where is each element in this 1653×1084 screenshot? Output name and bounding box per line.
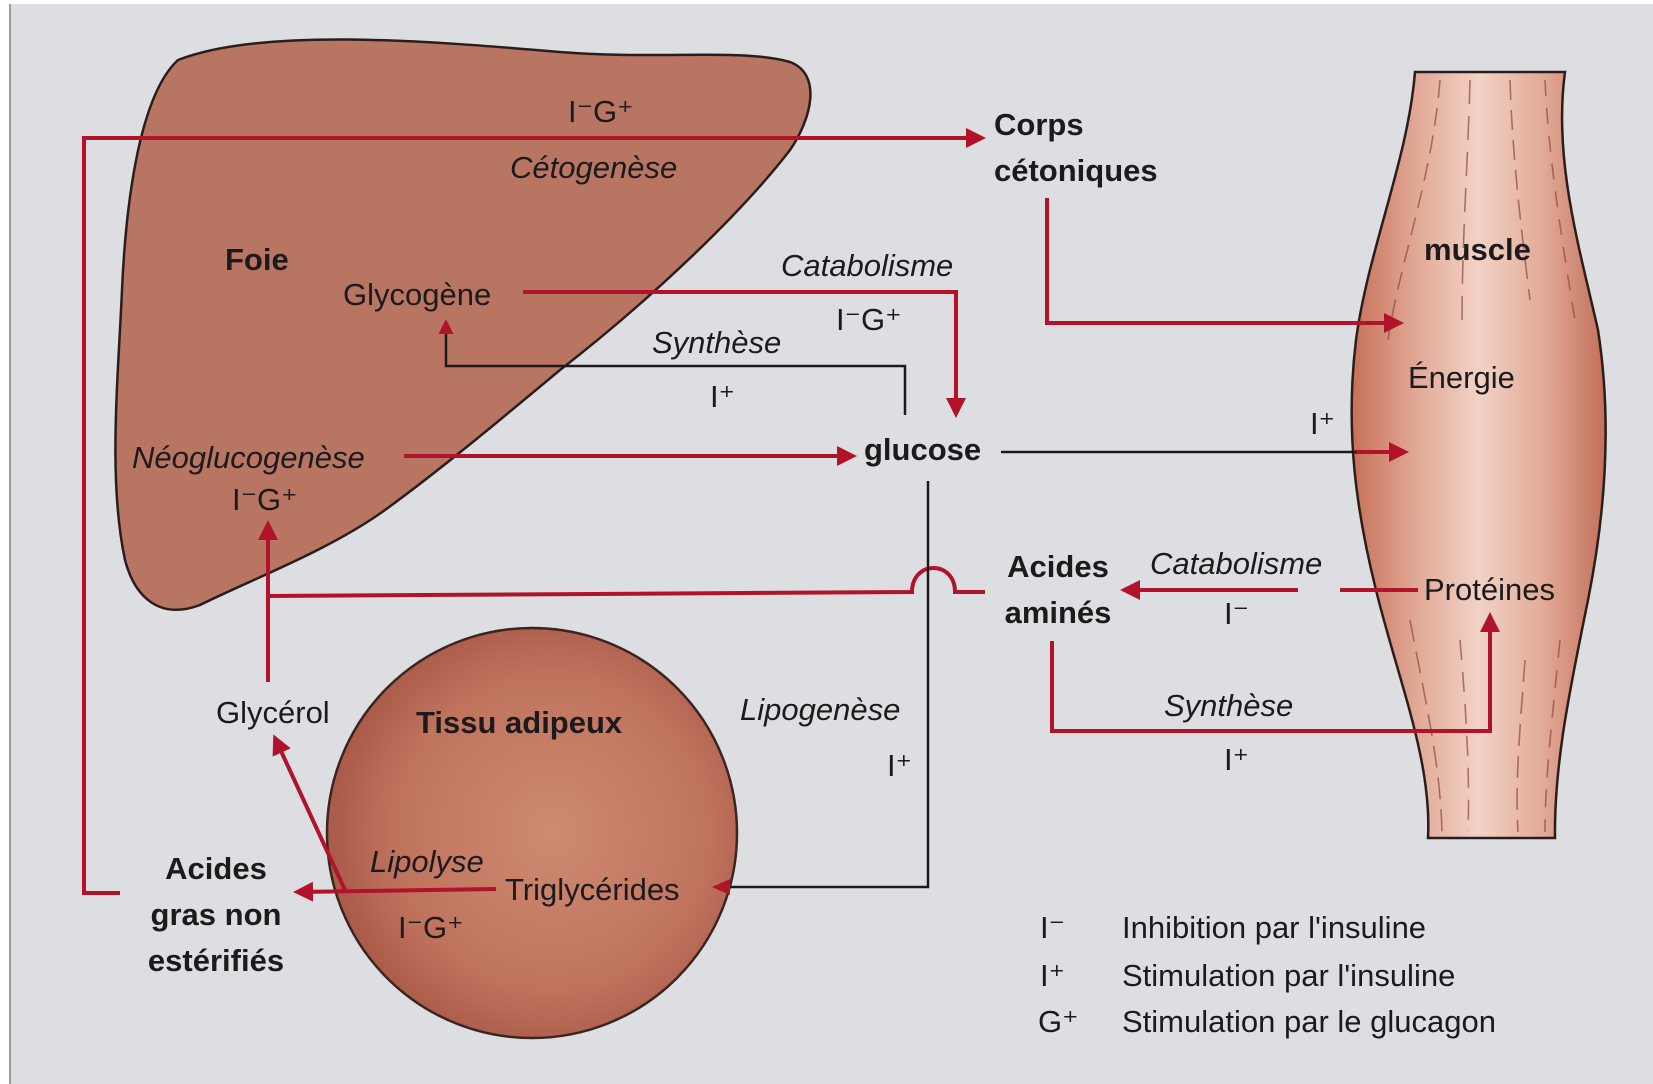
reg-protein-catabolism: I⁻ [1224,598,1249,629]
proc-lipolysis: Lipolyse [370,846,484,877]
proc-gluconeogenesis: Néoglucogenèse [132,442,365,473]
label-glycerol: Glycérol [216,697,330,728]
reg-lipolysis: I⁻G⁺ [398,912,463,943]
legend-symbol-inhibition: I⁻ [1040,912,1065,943]
legend-text-glucagon-stim: Stimulation par le glucagon [1122,1006,1496,1037]
reg-lipogenesis: I⁺ [887,750,912,781]
reg-protein-synthesis: I⁺ [1224,744,1249,775]
reg-glycogen-synthesis: I⁺ [710,381,735,412]
adipose-circle [327,628,737,1038]
label-glycogen: Glycogène [343,279,491,310]
label-triglycerides: Triglycérides [505,874,680,905]
reg-gluconeogenesis: I⁻G⁺ [232,484,297,515]
legend-text-insulin-stim: Stimulation par l'insuline [1122,960,1455,991]
label-ketone-bodies: Corps cétoniques [994,102,1158,194]
label-free-fatty-acids: Acides gras non estérifiés [148,846,284,984]
legend-text-inhibition: Inhibition par l'insuline [1122,912,1426,943]
reg-ketogenesis: I⁻G⁺ [568,96,633,127]
label-muscle: muscle [1424,234,1531,265]
proc-lipogenesis: Lipogenèse [740,694,900,725]
proc-protein-catabolism: Catabolisme [1150,548,1322,579]
proc-protein-synthesis: Synthèse [1164,690,1293,721]
legend-symbol-insulin-stim: I⁺ [1040,960,1065,991]
label-glucose: glucose [864,434,981,465]
reg-glucose-uptake: I⁺ [1310,408,1335,439]
label-energy: Énergie [1408,362,1515,393]
label-proteins: Protéines [1424,574,1555,605]
reg-glycogen-catabolism: I⁻G⁺ [836,304,901,335]
label-adipose: Tissu adipeux [416,707,622,738]
legend-symbol-glucagon-stim: G⁺ [1038,1006,1078,1037]
proc-glycogen-synthesis: Synthèse [652,327,781,358]
label-liver: Foie [225,244,289,275]
proc-ketogenesis: Cétogenèse [510,152,677,183]
proc-glycogen-catabolism: Catabolisme [781,250,953,281]
label-amino-acids: Acides aminés [1005,544,1112,636]
